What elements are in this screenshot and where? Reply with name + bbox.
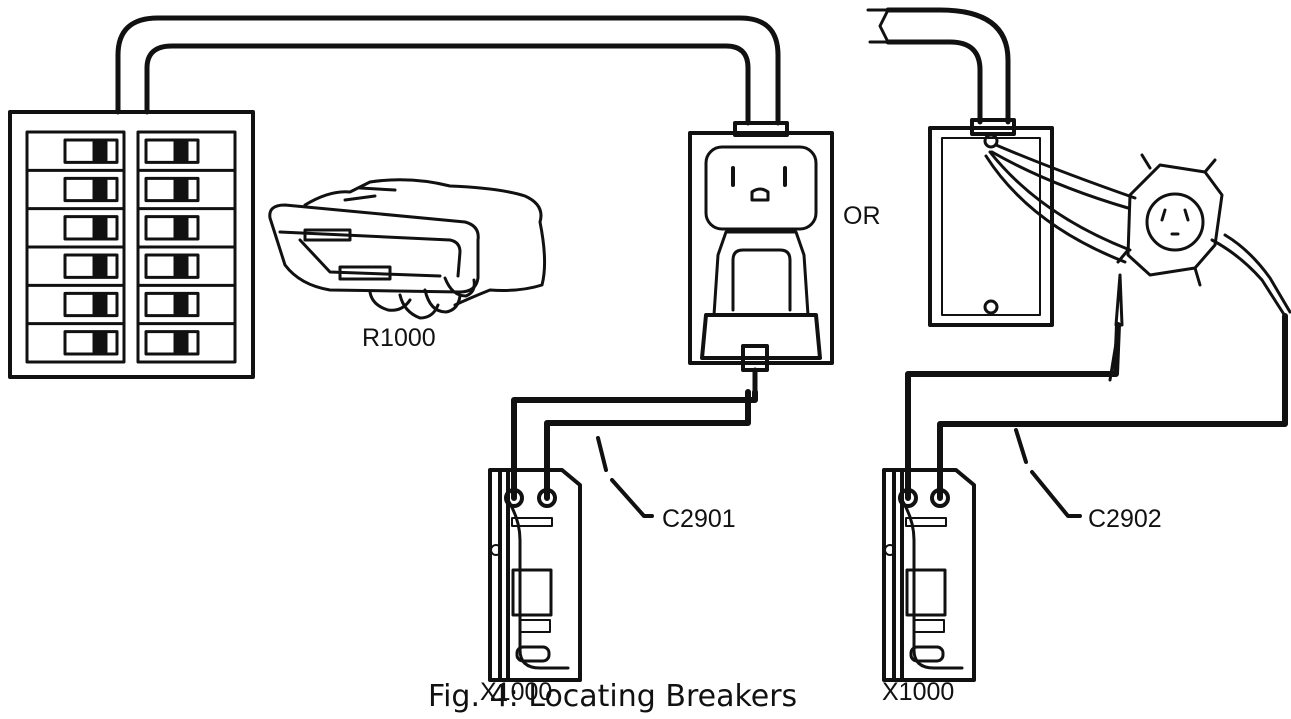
breaker-toggle [92, 254, 108, 278]
c2901-leads [511, 389, 758, 518]
breaker-panel [8, 110, 255, 379]
breaker-toggle [173, 177, 189, 202]
breaker-toggle [173, 139, 189, 163]
breaker-switch [144, 253, 200, 279]
breaker-switches [25, 138, 237, 356]
tracer-label: R1000 [362, 324, 436, 352]
conduit-right [866, 7, 1016, 136]
x1000-left-label: X1000 [480, 678, 552, 706]
box-wires [984, 143, 1137, 264]
breaker-switch [144, 215, 200, 241]
breaker-switch [144, 176, 200, 203]
breaker-toggle [173, 292, 189, 317]
breaker-toggle [92, 139, 108, 163]
breaker-switch [144, 291, 200, 318]
breaker-toggle [92, 292, 108, 317]
breaker-toggle [173, 331, 189, 355]
breaker-switch [144, 330, 200, 356]
x1000-transmitter-right [882, 468, 976, 682]
socket-adapter [1108, 153, 1291, 382]
wall-box [928, 126, 1054, 327]
x1000-right-label: X1000 [882, 678, 954, 706]
breaker-switch [63, 291, 119, 318]
r1000-tracer-in-hand [268, 178, 547, 320]
breaker-switch [63, 330, 119, 356]
breaker-switch [144, 138, 200, 164]
breaker-toggle [92, 331, 108, 355]
breaker-toggle [92, 216, 108, 240]
c2902-label: C2902 [1088, 505, 1162, 533]
breaker-toggle [92, 177, 108, 202]
figure-caption: Fig. 4: Locating Breakers [428, 679, 797, 714]
breaker-toggle [173, 216, 189, 240]
breaker-toggle [173, 254, 189, 278]
breaker-switch [63, 253, 119, 279]
or-label: OR [843, 202, 881, 230]
outlet-with-adapter [688, 121, 834, 395]
breaker-switch [63, 215, 119, 241]
breaker-switch [63, 176, 119, 203]
breaker-switch [63, 138, 119, 164]
conduit-left [115, 15, 781, 126]
c2902-leads [905, 313, 1288, 518]
x1000-transmitter-left [488, 468, 582, 682]
c2901-label: C2901 [662, 505, 736, 533]
